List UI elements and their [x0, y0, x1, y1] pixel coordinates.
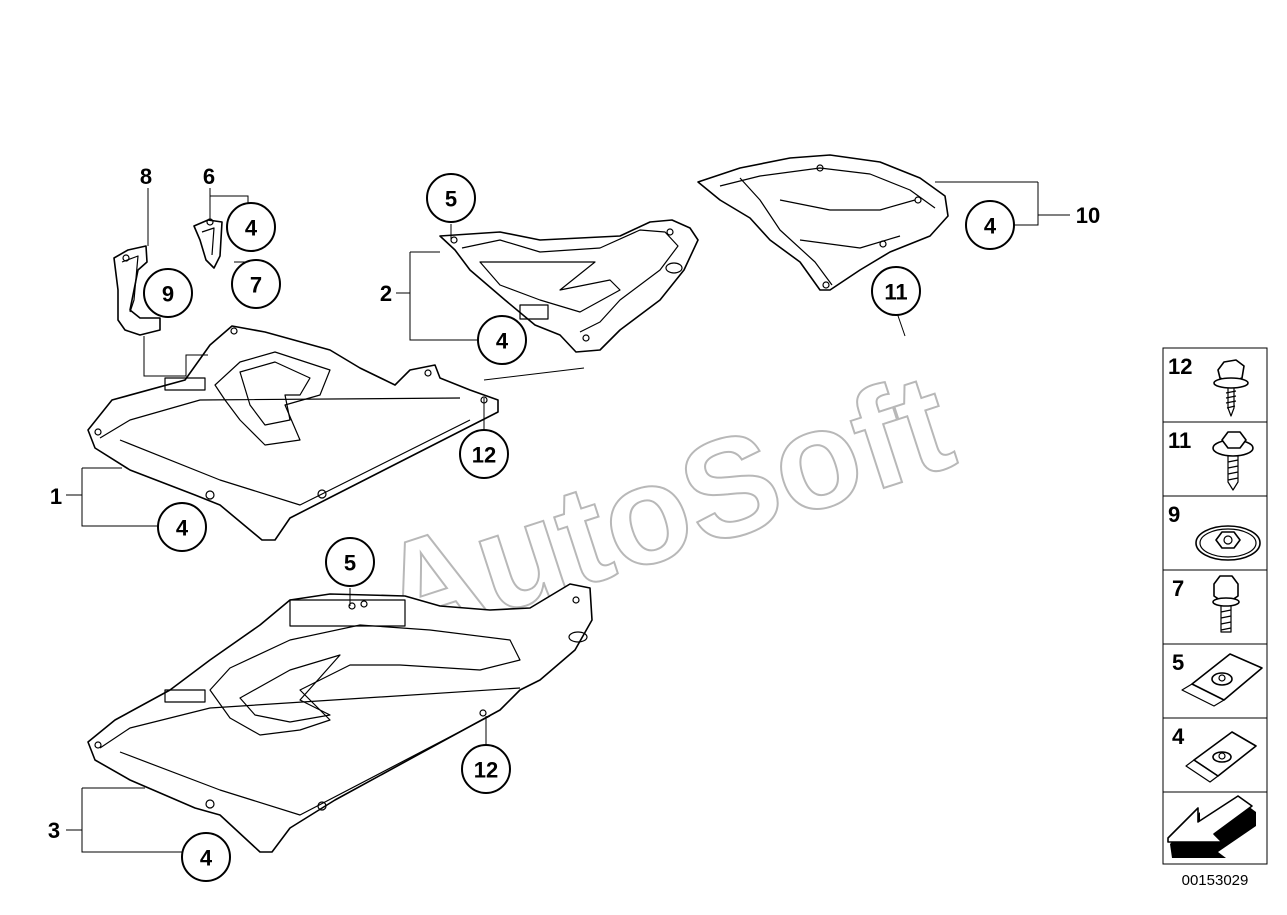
callout-11[interactable]: 11: [871, 266, 921, 316]
hex-bolt-icon: [1212, 575, 1240, 633]
callout-5-top[interactable]: 5: [426, 173, 476, 223]
callout-4-part3[interactable]: 4: [181, 832, 231, 882]
callout-12-lower[interactable]: 12: [461, 744, 511, 794]
callout-label: 5: [445, 187, 457, 212]
underbody-panel-rear[interactable]: [87, 583, 593, 853]
label-part-3: 3: [48, 818, 60, 843]
spring-nut-icon: [1181, 653, 1263, 707]
callout-label: 11: [884, 280, 907, 305]
label-part-2: 2: [380, 281, 392, 306]
callout-4-part10[interactable]: 4: [965, 200, 1015, 250]
label-part-8: 8: [140, 164, 152, 189]
legend-num-12: 12: [1168, 354, 1192, 379]
washer-nut-icon: [1195, 525, 1261, 561]
callout-label: 12: [472, 443, 496, 468]
callout-label: 7: [250, 273, 262, 298]
legend-num-7: 7: [1172, 576, 1184, 601]
callout-4-part6[interactable]: 4: [226, 202, 276, 252]
callout-label: 4: [496, 329, 509, 354]
callout-4-part1[interactable]: 4: [157, 502, 207, 552]
legend-num-11: 11: [1168, 428, 1191, 453]
callout-label: 12: [474, 758, 498, 783]
legend-num-5: 5: [1172, 650, 1184, 675]
callout-label: 4: [245, 216, 258, 241]
callout-12-upper[interactable]: 12: [459, 429, 509, 479]
callout-7[interactable]: 7: [231, 259, 281, 309]
callout-5-lower[interactable]: 5: [325, 537, 375, 587]
arrow-back-icon[interactable]: [1167, 795, 1256, 858]
bracket-8[interactable]: [113, 245, 161, 336]
callout-9[interactable]: 9: [143, 268, 193, 318]
side-cover-panel[interactable]: [439, 219, 699, 353]
label-part-1: 1: [50, 484, 62, 509]
callout-label: 5: [344, 551, 356, 576]
callout-4-part2[interactable]: 4: [477, 315, 527, 365]
label-part-6: 6: [203, 164, 215, 189]
fastener-legend: 12 11 9 7 5 4: [1162, 347, 1268, 865]
diagram-code: 00153029: [1182, 872, 1249, 889]
underbody-panel-front[interactable]: [87, 325, 499, 541]
bracket-6[interactable]: [193, 218, 223, 269]
label-part-10: 10: [1076, 203, 1100, 228]
wheel-arch-liner[interactable]: [697, 154, 949, 291]
legend-num-9: 9: [1168, 502, 1180, 527]
bolt-with-washer-icon: [1213, 359, 1249, 417]
collar-screw-icon: [1212, 431, 1254, 491]
callout-label: 4: [200, 846, 213, 871]
callout-label: 9: [162, 282, 174, 307]
callout-label: 4: [984, 214, 997, 239]
legend-num-4: 4: [1172, 724, 1185, 749]
callout-label: 4: [176, 516, 189, 541]
clip-nut-icon: [1185, 731, 1257, 783]
